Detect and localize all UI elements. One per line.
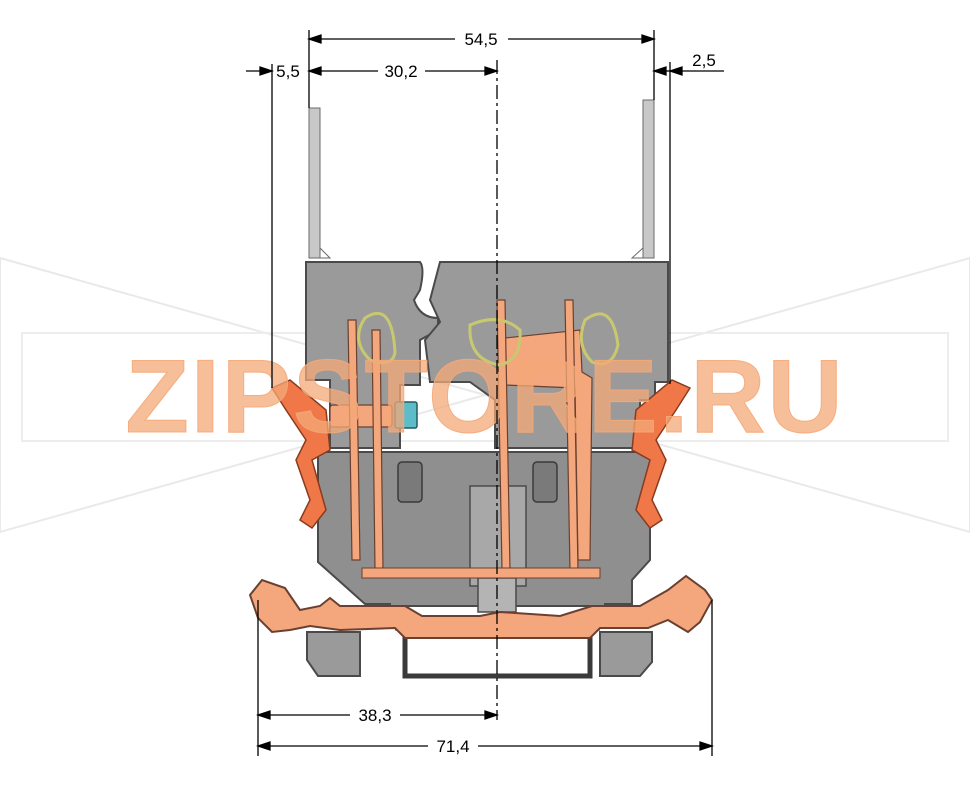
dimension-lines <box>246 34 724 751</box>
release-levers <box>270 379 692 530</box>
dim-bottom-half: 38,3 <box>358 706 391 725</box>
marker-strips <box>308 99 655 259</box>
test-plug-socket <box>394 401 418 429</box>
dim-top-half: 30,2 <box>384 62 417 81</box>
dim-top-overall: 54,5 <box>464 30 497 49</box>
dim-right-offset: 2,5 <box>692 51 716 70</box>
end-clamp-base <box>248 574 714 639</box>
extension-lines <box>257 30 713 756</box>
watermark-text: ZIPSTORE.RU <box>125 339 844 455</box>
dim-left-offset: 5,5 <box>276 62 300 81</box>
dim-bottom-overall: 71,4 <box>436 737 469 756</box>
